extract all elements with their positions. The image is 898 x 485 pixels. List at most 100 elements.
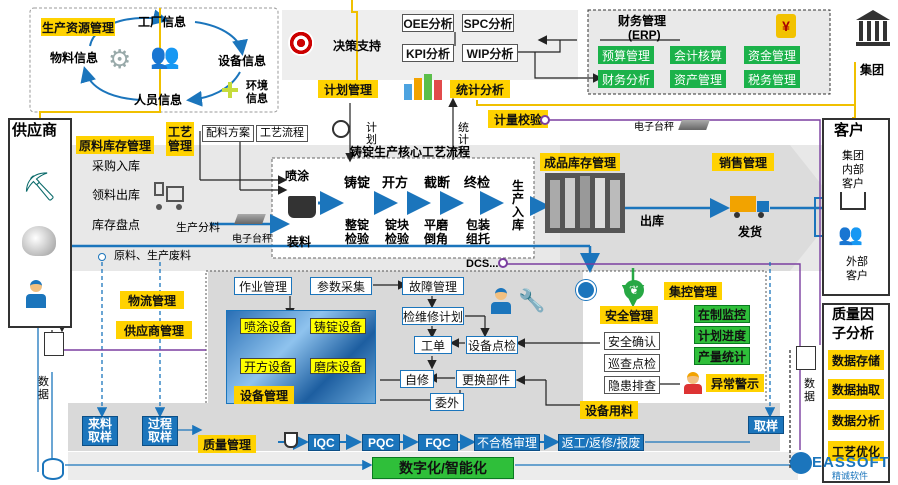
metering-box[interactable]: 计量校验 bbox=[488, 110, 548, 128]
sales-box[interactable]: 销售管理 bbox=[712, 153, 774, 171]
nonconformity-box[interactable]: 不合格审理 bbox=[474, 434, 540, 451]
small-circle-icon bbox=[98, 253, 106, 261]
product-store-box[interactable]: 成品库存管理 bbox=[540, 153, 620, 171]
pickaxe-icon: ⛏ bbox=[22, 171, 58, 202]
step-square: 开方 bbox=[382, 175, 409, 190]
data-label-left: 数据 bbox=[38, 376, 49, 401]
inspection-box[interactable]: 设备点检 bbox=[466, 336, 518, 354]
worker-icon bbox=[24, 280, 48, 308]
raw-store-title[interactable]: 原料库存管理 bbox=[76, 136, 154, 154]
pqc-box[interactable]: PQC bbox=[362, 434, 400, 451]
check-pack: 包装组托 bbox=[466, 218, 491, 246]
grind-equipment-box[interactable]: 磨床设备 bbox=[310, 358, 366, 374]
outsource-box[interactable]: 委外 bbox=[430, 393, 464, 411]
work-order-box[interactable]: 工单 bbox=[414, 336, 452, 354]
doc-gear-icon-left bbox=[44, 332, 64, 356]
kpi-analysis-box[interactable]: KPI分析 bbox=[402, 44, 454, 62]
plan-side-label: 计划 bbox=[366, 122, 377, 146]
group-label: 集团 bbox=[860, 63, 885, 77]
consumables-box[interactable]: 设备用料 bbox=[580, 401, 638, 419]
internal-customer-1: 集团 bbox=[842, 150, 864, 162]
cast-equipment-box[interactable]: 铸锭设备 bbox=[310, 318, 366, 334]
resources-title[interactable]: 生产资源管理 bbox=[41, 18, 115, 36]
iqc-box[interactable]: IQC bbox=[308, 434, 340, 451]
step-ingot: 铸锭 bbox=[344, 175, 371, 190]
check-grind: 平磨倒角 bbox=[424, 218, 449, 246]
truck-icon bbox=[730, 196, 770, 218]
equipment-info-label: 设备信息 bbox=[218, 54, 267, 68]
finance-item-tax[interactable]: 税务管理 bbox=[744, 70, 800, 88]
central-title[interactable]: 集控管理 bbox=[664, 282, 722, 300]
wip-analysis-box[interactable]: WIP分析 bbox=[462, 44, 518, 62]
finance-item-budget[interactable]: 预算管理 bbox=[598, 46, 654, 64]
replace-parts-box[interactable]: 更换部件 bbox=[456, 370, 516, 388]
task-mgmt-box[interactable]: 作业管理 bbox=[234, 277, 292, 295]
safety-item-hazard[interactable]: 隐患排查 bbox=[604, 376, 660, 394]
ingot-stack-graphic bbox=[545, 173, 625, 233]
statistics-box[interactable]: 统计分析 bbox=[450, 80, 510, 98]
param-collect-box[interactable]: 参数采集 bbox=[310, 277, 372, 295]
qf-item-extract[interactable]: 数据抽取 bbox=[828, 379, 884, 399]
qf-item-analysis[interactable]: 数据分析 bbox=[828, 410, 884, 430]
central-item-progress[interactable]: 计划进度 bbox=[694, 326, 750, 344]
fault-mgmt-box[interactable]: 故障管理 bbox=[402, 277, 464, 295]
qf-item-storage[interactable]: 数据存储 bbox=[828, 350, 884, 370]
cart-icon bbox=[152, 182, 188, 210]
doc-gear-icon-right bbox=[796, 346, 816, 370]
safety-title[interactable]: 安全管理 bbox=[600, 306, 658, 324]
central-item-wip[interactable]: 在制监控 bbox=[694, 305, 750, 323]
planning-box[interactable]: 计划管理 bbox=[318, 80, 378, 98]
maint-plan-box[interactable]: 检维修计划 bbox=[402, 307, 464, 325]
formula-box[interactable]: 配料方案 bbox=[202, 125, 254, 142]
fqc-box[interactable]: FQC bbox=[418, 434, 458, 451]
finance-item-funds[interactable]: 资金管理 bbox=[744, 46, 800, 64]
finance-subtitle: (ERP) bbox=[628, 28, 661, 42]
process-flow-box[interactable]: 工艺流程 bbox=[256, 125, 308, 142]
material-info-label: 物料信息 bbox=[50, 51, 99, 65]
internal-customer-3: 客户 bbox=[842, 178, 864, 190]
customer-title: 客户 bbox=[834, 122, 865, 139]
safety-item-patrol[interactable]: 巡查点检 bbox=[604, 354, 660, 372]
incoming-sample-box[interactable]: 来料 取样 bbox=[82, 416, 118, 446]
digital-banner[interactable]: 数字化/智能化 bbox=[372, 457, 514, 479]
check-ingot: 整锭检验 bbox=[345, 218, 370, 246]
spray-equipment-box[interactable]: 喷涂设备 bbox=[240, 318, 296, 334]
process-mgmt-box[interactable]: 工艺管理 bbox=[166, 122, 194, 156]
gear-icon: ⚙ bbox=[108, 44, 132, 74]
quality-mgmt-title[interactable]: 质量管理 bbox=[198, 435, 256, 453]
rework-box[interactable]: 返工/返修/报废 bbox=[558, 434, 644, 451]
scale-icon-top bbox=[678, 120, 710, 130]
wrench-icon: 🔧 bbox=[518, 288, 546, 313]
safety-item-confirm[interactable]: 安全确认 bbox=[604, 332, 660, 350]
ore-pile-icon bbox=[22, 226, 56, 256]
material-issue-label: 领料出库 bbox=[92, 188, 141, 202]
outbound-label: 出库 bbox=[640, 214, 665, 228]
spc-analysis-box[interactable]: SPC分析 bbox=[462, 14, 514, 32]
qf-item-optimize[interactable]: 工艺优化 bbox=[828, 441, 884, 461]
inprocess-sample-line2: 取样 bbox=[147, 430, 172, 444]
finance-item-assets[interactable]: 资产管理 bbox=[670, 70, 726, 88]
oee-analysis-box[interactable]: OEE分析 bbox=[402, 14, 454, 32]
finance-item-accounting[interactable]: 会计核算 bbox=[670, 46, 726, 64]
central-item-output[interactable]: 产量统计 bbox=[694, 347, 750, 365]
supplier-title: 供应商 bbox=[12, 122, 58, 139]
self-repair-box[interactable]: 自修 bbox=[400, 370, 434, 388]
sample-box-right[interactable]: 取样 bbox=[748, 416, 784, 434]
equipment-mgmt-title[interactable]: 设备管理 bbox=[234, 386, 294, 404]
people-icon: 👥 bbox=[150, 43, 180, 70]
cross-icon bbox=[222, 82, 238, 98]
inprocess-sample-box[interactable]: 过程 取样 bbox=[142, 416, 178, 446]
yen-icon: ¥ bbox=[776, 14, 796, 38]
inventory-check-label: 库存盘点 bbox=[92, 218, 141, 232]
quality-factor-title-1: 质量因 bbox=[832, 306, 874, 322]
supplier-mgmt-box[interactable]: 供应商管理 bbox=[116, 321, 192, 339]
check-block: 锭块检验 bbox=[385, 218, 410, 246]
alarm-box[interactable]: 异常警示 bbox=[706, 374, 764, 392]
finance-item-analysis[interactable]: 财务分析 bbox=[598, 70, 654, 88]
logistics-box[interactable]: 物流管理 bbox=[120, 291, 184, 309]
customers-group-icon: 👥 bbox=[838, 224, 863, 246]
helmet-icon bbox=[576, 280, 596, 300]
production-inbound-label: 生产入库 bbox=[512, 179, 525, 232]
square-equipment-box[interactable]: 开方设备 bbox=[240, 358, 296, 374]
